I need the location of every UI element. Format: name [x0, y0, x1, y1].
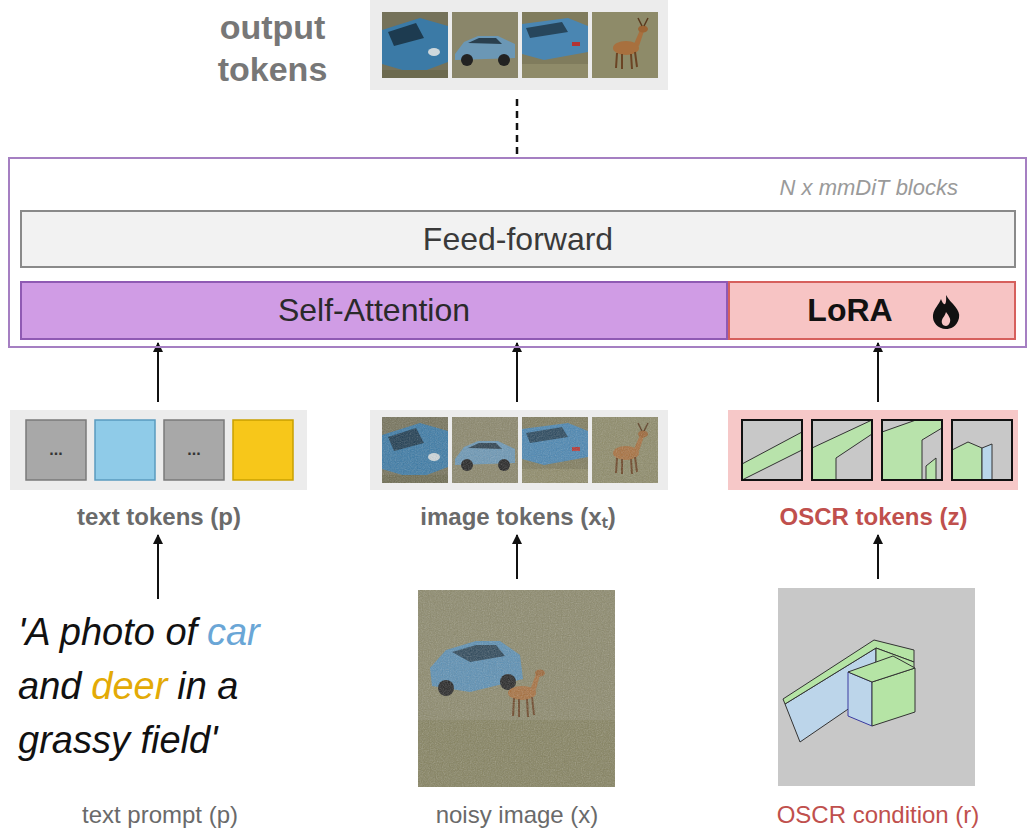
oscr-tile — [812, 420, 872, 480]
text-token — [26, 420, 86, 480]
strip-label: image tokens (xₜ) — [368, 502, 668, 532]
prompt-text: 'A photo ofcaranddeerin a grassy field' — [18, 605, 314, 767]
layer-label: Self-Attention — [278, 292, 470, 329]
strip-label: OSCR tokens (z) — [728, 502, 1019, 532]
attention-box: Self-Attention — [20, 281, 728, 340]
ellipsis-mark: ... — [26, 420, 86, 480]
oscr-token-strip: OSCR tokens (z) — [728, 408, 1019, 532]
oscr-condition-input: OSCR condition (r) — [748, 585, 1008, 830]
flame-icon — [933, 295, 959, 329]
text-token-strip: text tokens (p) — [10, 408, 308, 532]
image-tile — [382, 417, 448, 483]
image-tile — [452, 417, 518, 483]
arrow-connector — [516, 343, 518, 402]
text-token — [164, 420, 224, 480]
output-tile — [452, 12, 518, 78]
strip-ground — [728, 410, 1018, 490]
block-caption: N x mmDiT blocks — [780, 175, 958, 201]
input-label: OSCR condition (r) — [748, 800, 1008, 830]
layer-label: Feed-forward — [423, 221, 613, 258]
strip-label: output tokens — [205, 6, 340, 90]
noise — [382, 417, 448, 483]
arrow-connector — [877, 343, 879, 402]
image-tile — [522, 417, 588, 483]
arrow-connector — [157, 535, 159, 599]
block-container: N x mmDiT blocksFeed-forwardSelf-Attenti… — [8, 157, 1027, 348]
prompt-word: 'A photo of — [18, 605, 197, 659]
ellipsis-mark: ... — [164, 420, 224, 480]
layer-label: LoRA — [807, 292, 892, 329]
lora-box: LoRA — [728, 281, 1016, 340]
arrow-connector — [877, 535, 879, 579]
arrow-connector — [516, 535, 518, 579]
output-tile — [592, 12, 658, 78]
noise — [592, 417, 658, 483]
output-tile — [522, 12, 588, 78]
output-token-strip: output tokens — [205, 0, 670, 92]
noisy-image-input: noisy image (x) — [397, 585, 637, 830]
prompt-word: car — [207, 605, 260, 659]
oscr-tile — [742, 420, 802, 480]
input-label: noisy image (x) — [397, 800, 637, 830]
strip-ground — [10, 410, 307, 490]
strip-label: text tokens (p) — [10, 502, 308, 532]
oscr-tile — [882, 420, 942, 480]
oscr-tile — [952, 420, 1012, 480]
noise — [522, 417, 588, 483]
arrow-connector — [157, 343, 159, 402]
flame-icon-core — [942, 312, 951, 326]
prompt-word: and — [18, 659, 81, 713]
layer-box: Feed-forward — [20, 210, 1016, 268]
strip-ground — [370, 410, 668, 490]
prompt-word: deer — [91, 659, 167, 713]
oscr-condition-render — [778, 588, 975, 786]
noise — [452, 417, 518, 483]
image-tile — [592, 417, 658, 483]
text-prompt: 'A photo ofcaranddeerin a grassy field't… — [10, 605, 310, 830]
text-token — [95, 420, 155, 480]
image-token-strip: image tokens (xₜ) — [368, 408, 668, 532]
text-token — [233, 420, 293, 480]
strip-ground — [370, 0, 668, 90]
input-label: text prompt (p) — [10, 800, 310, 830]
noisy-image — [418, 590, 615, 787]
dashed-link — [516, 95, 519, 154]
output-tile — [382, 12, 448, 78]
